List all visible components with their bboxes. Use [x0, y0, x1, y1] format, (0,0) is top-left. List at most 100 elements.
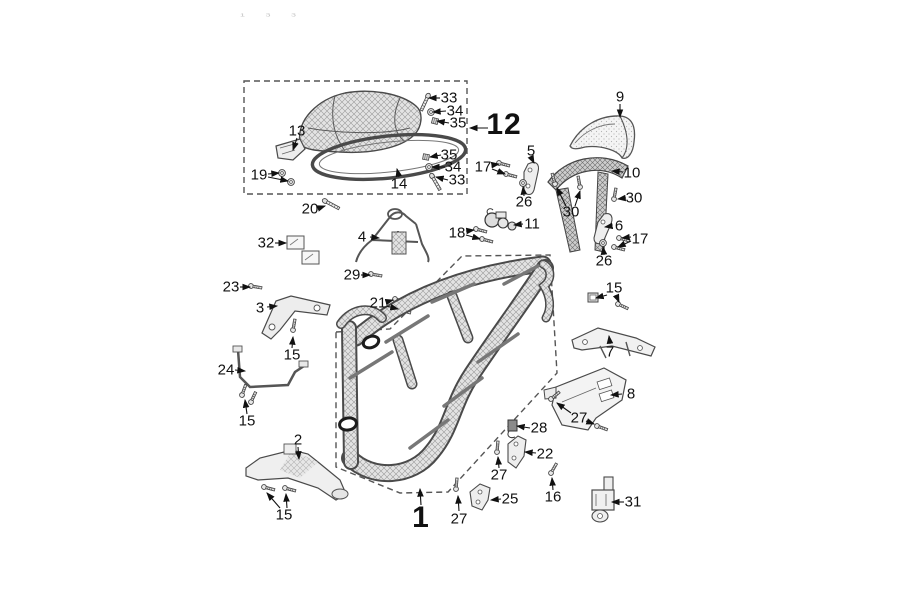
- leader-arrow: [520, 185, 528, 197]
- leader-arrow: [617, 240, 632, 248]
- leader-arrow: [594, 292, 608, 300]
- screw-23: [247, 282, 263, 291]
- bracket-3-drawing: [261, 295, 331, 340]
- part-label-6: 6: [614, 217, 624, 235]
- screw-30-c: [610, 187, 619, 203]
- spacer-35-bottom: [422, 153, 430, 161]
- part-label-15: 15: [275, 506, 293, 524]
- leader-arrow: [620, 233, 632, 241]
- part-label-30: 30: [625, 189, 643, 207]
- main-frame-drawing: [336, 255, 555, 483]
- part-label-27: 27: [450, 510, 468, 528]
- part-label-10: 10: [623, 164, 641, 182]
- part-label-18: 18: [448, 224, 466, 242]
- pads-32-drawing: [286, 235, 320, 265]
- seat-support-frame-drawing: [355, 208, 430, 263]
- part-label-15: 15: [283, 346, 301, 364]
- part-label-35: 35: [449, 114, 467, 132]
- part-label-17: 17: [631, 230, 649, 248]
- rear-rack-drawing: [569, 115, 636, 159]
- leader-arrow: [523, 449, 537, 456]
- screw-16: [547, 461, 560, 477]
- leader-arrow: [369, 233, 381, 241]
- leader-arrow: [234, 366, 247, 374]
- leader-arrow: [455, 494, 462, 512]
- leader-arrow: [556, 402, 572, 414]
- frame-grommet-bottom: [338, 416, 358, 432]
- leader-arrow: [490, 161, 501, 169]
- part-label-26: 26: [515, 193, 533, 211]
- part-label-15: 15: [238, 412, 256, 430]
- screw-18-b: [478, 235, 494, 245]
- part-label-13: 13: [288, 122, 306, 140]
- leader-arrow: [385, 303, 400, 311]
- screw-15-rod-a: [238, 383, 249, 399]
- leader-arrow: [295, 446, 302, 461]
- leader-arrow: [612, 293, 620, 304]
- screw-15-rod-b: [247, 390, 259, 406]
- screw-27-plate-b: [593, 422, 609, 433]
- nut-26-right: [599, 239, 607, 247]
- leader-arrow: [417, 487, 424, 506]
- seat-lock-drawing: [484, 208, 517, 231]
- part-label-27: 27: [570, 409, 588, 427]
- leader-arrow: [606, 334, 614, 345]
- bracket-31-drawing: [591, 476, 615, 523]
- leader-arrow: [465, 233, 482, 241]
- part-label-21: 21: [369, 294, 387, 312]
- part-label-14: 14: [390, 175, 408, 193]
- clip-28-drawing: [507, 419, 518, 439]
- part-label-20: 20: [301, 200, 319, 218]
- leader-arrow: [316, 205, 327, 212]
- leader-arrow: [266, 303, 279, 311]
- crossbar-7-drawing: [571, 327, 656, 359]
- screw-15-beam-b: [281, 484, 297, 494]
- leader-arrow: [384, 298, 395, 306]
- leader-arrow: [603, 222, 614, 230]
- screw-30-b: [575, 175, 584, 191]
- leader-arrow: [610, 168, 624, 175]
- screw-29: [367, 270, 383, 279]
- screw-15-beam-a: [260, 483, 276, 493]
- part-label-8: 8: [626, 385, 636, 403]
- leader-arrow: [489, 495, 502, 503]
- leader-arrow: [600, 245, 608, 256]
- faint-header-marks: 1 3 3: [240, 12, 306, 18]
- part-label-27: 27: [490, 466, 508, 484]
- leader-arrow: [283, 492, 290, 509]
- bracket-25-drawing: [469, 483, 491, 511]
- seat-group-dashed-box: [243, 80, 468, 195]
- screw-18-a: [472, 225, 488, 235]
- leader-arrow: [465, 227, 476, 235]
- part-label-28: 28: [530, 419, 548, 437]
- part-label-33: 33: [448, 171, 466, 189]
- leader-arrow: [609, 391, 623, 398]
- leader-arrow: [556, 187, 567, 207]
- leader-arrow: [242, 398, 250, 415]
- nut-19-b: [287, 178, 295, 186]
- frame-cross-pegs: [348, 264, 540, 450]
- screw-17-seat-b: [502, 170, 518, 180]
- bolt-20: [320, 197, 341, 211]
- part-label-35: 35: [440, 146, 458, 164]
- leader-arrow: [527, 154, 535, 164]
- part-label-32: 32: [257, 234, 275, 252]
- nut-26-left: [519, 179, 527, 187]
- leader-arrow: [267, 170, 281, 177]
- leader-arrow: [491, 168, 507, 175]
- leader-arrow: [574, 189, 581, 207]
- bracket-5-drawing: [523, 161, 540, 196]
- leader-arrow: [431, 108, 447, 115]
- screw-27-bracket22: [493, 440, 501, 456]
- part-label-24: 24: [217, 361, 235, 379]
- leader-arrow: [495, 455, 502, 469]
- leader-arrow: [512, 220, 524, 228]
- leader-arrow: [395, 167, 403, 178]
- part-label-17: 17: [474, 158, 492, 176]
- leader-arrow: [549, 476, 556, 491]
- screw-17-rear-b: [610, 243, 626, 253]
- screw-15-right: [614, 300, 630, 312]
- screw-15-bracket3: [289, 318, 298, 334]
